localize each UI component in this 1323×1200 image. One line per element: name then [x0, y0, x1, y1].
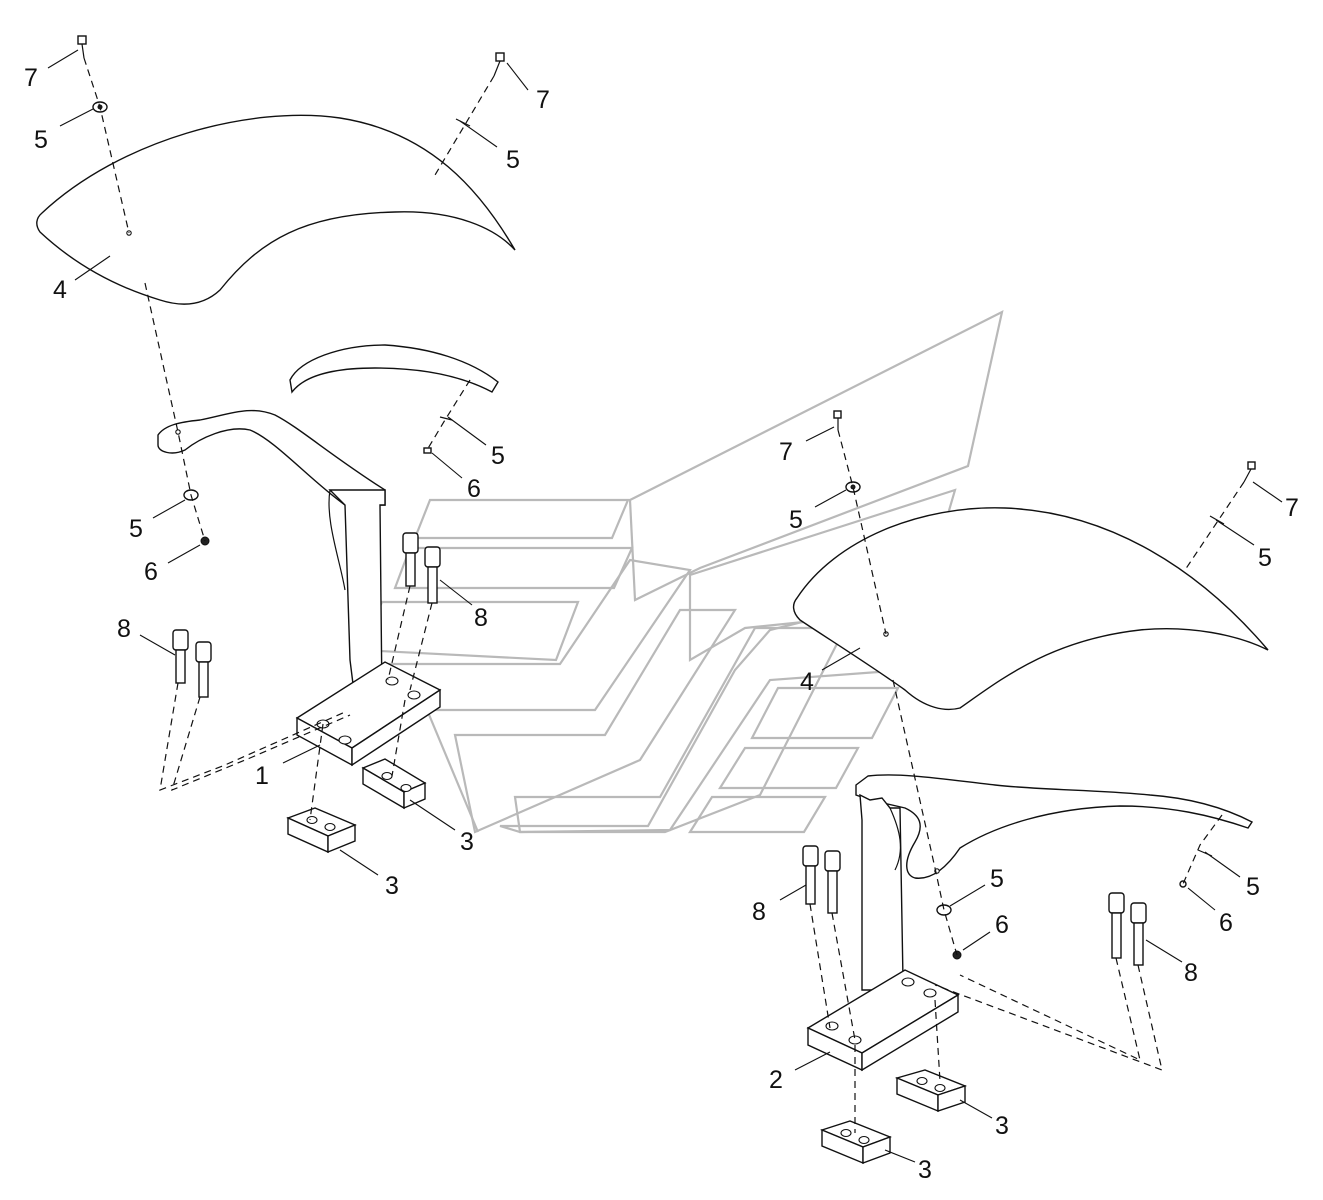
callout-5: 5 [1258, 544, 1272, 572]
spacer-block [361, 758, 427, 810]
callout-7: 7 [24, 64, 38, 92]
right-stem [859, 793, 904, 991]
callout-2: 2 [769, 1066, 783, 1094]
right-fender-assembly [792, 410, 1269, 1165]
callout-7: 7 [779, 438, 793, 466]
bracket-hole [175, 429, 181, 435]
callout-8: 8 [752, 898, 766, 926]
watermark-logo [354, 309, 1004, 834]
callout-8: 8 [1184, 959, 1198, 987]
callout-5: 5 [506, 146, 520, 174]
left-fender-assembly [36, 35, 516, 854]
callout-3: 3 [918, 1156, 932, 1184]
callout-3: 3 [460, 828, 474, 856]
callout-7: 7 [1285, 494, 1299, 522]
spacer-block [286, 807, 357, 854]
callout-1: 1 [255, 762, 269, 790]
left-fender-bracket-arm [289, 344, 499, 394]
spacer-block [894, 1069, 968, 1113]
callout-3: 3 [995, 1112, 1009, 1140]
cap-screw [172, 532, 441, 698]
screw-head [77, 35, 87, 45]
callout-5: 5 [1246, 873, 1260, 901]
leader-lines [47, 49, 1283, 1163]
nut [423, 447, 432, 454]
callout-4: 4 [800, 668, 814, 696]
callout-5: 5 [990, 865, 1004, 893]
right-fender-bracket [855, 774, 1254, 879]
right-fender-panel [792, 507, 1269, 711]
callout-6: 6 [1219, 909, 1233, 937]
callout-4: 4 [53, 276, 67, 304]
callout-7: 7 [536, 86, 550, 114]
left-fender-panel [36, 114, 516, 305]
cap-screw [802, 845, 1147, 966]
callout-6: 6 [467, 475, 481, 503]
callout-5: 5 [491, 442, 505, 470]
screw-head [495, 52, 505, 62]
callout-8: 8 [117, 615, 131, 643]
callout-5: 5 [129, 515, 143, 543]
callout-6: 6 [144, 558, 158, 586]
spacer-block [819, 1120, 892, 1165]
callout-5: 5 [34, 126, 48, 154]
callout-8: 8 [474, 604, 488, 632]
callout-3: 3 [385, 872, 399, 900]
callout-5: 5 [789, 506, 803, 534]
callout-6: 6 [995, 911, 1009, 939]
callout-labels: 7 5 7 5 4 5 6 5 6 8 8 1 3 3 7 5 7 5 4 5 … [24, 64, 1299, 1184]
